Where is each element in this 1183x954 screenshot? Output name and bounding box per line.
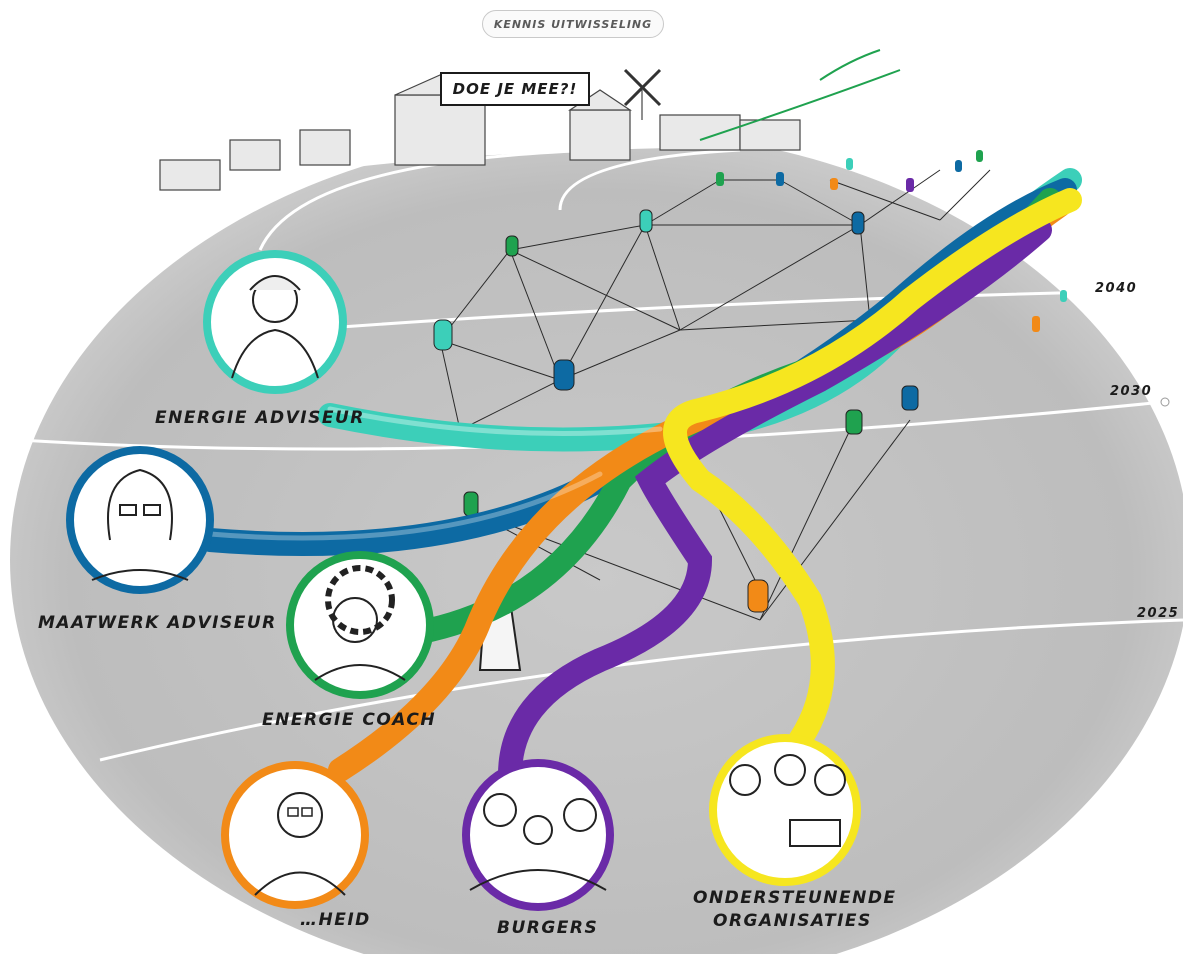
label-burgers: BURGERS <box>497 918 598 938</box>
label-energie-adviseur: ENERGIE ADVISEUR <box>155 408 365 428</box>
year-2040: 2040 <box>1095 281 1137 296</box>
label-organisaties: ORGANISATIES <box>713 911 872 931</box>
section-tag: KENNIS UITWISSELING <box>482 10 664 38</box>
avatar-energie-coach <box>286 551 434 699</box>
avatar-ondersteunende-organisaties <box>709 734 861 886</box>
avatar-burgers <box>462 759 614 911</box>
windmill-icon <box>623 68 662 107</box>
avatar-energie-adviseur <box>203 250 347 394</box>
avatar-overheid <box>221 761 369 909</box>
label-energie-coach: ENERGIE COACH <box>262 710 436 730</box>
speech-bubble: DOE JE MEE?! <box>440 72 590 106</box>
label-ondersteunende: ONDERSTEUNENDE <box>693 888 897 908</box>
label-overheid: …HEID <box>300 910 371 930</box>
year-2030: 2030 <box>1110 384 1152 399</box>
label-maatwerk-adviseur: MAATWERK ADVISEUR <box>38 613 277 633</box>
braided-ribbons <box>198 168 1082 787</box>
year-2025: 2025 <box>1137 606 1179 621</box>
avatar-maatwerk-adviseur <box>66 446 214 594</box>
